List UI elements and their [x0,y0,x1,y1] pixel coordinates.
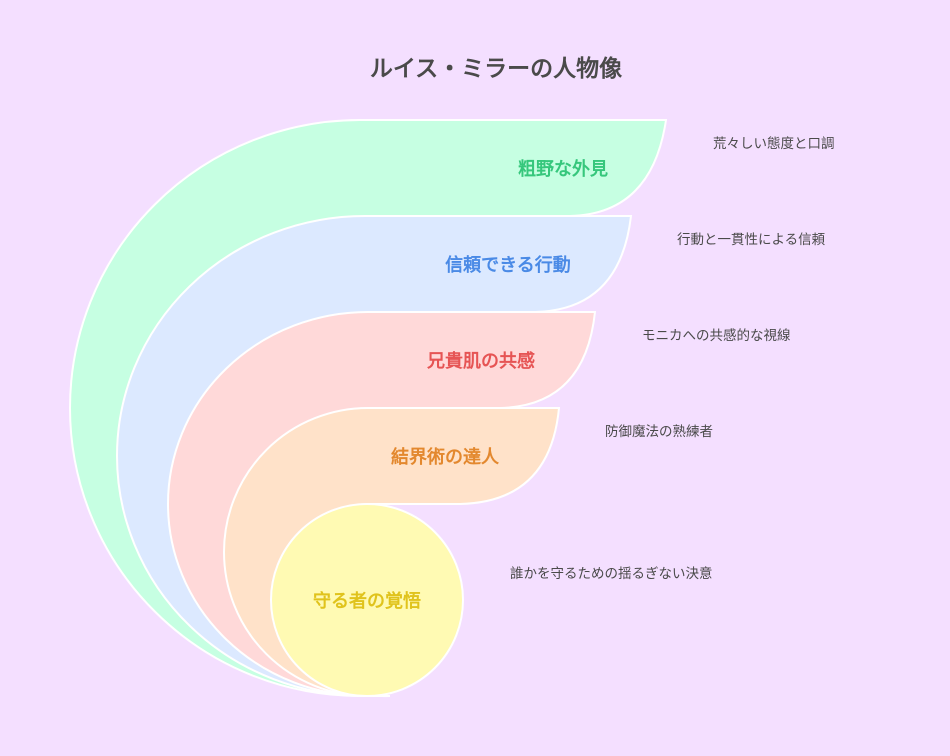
layer-4-label: 守る者の覚悟 [313,590,421,612]
layer-3-description: 防御魔法の熟練者 [605,424,713,440]
diagram-title: ルイス・ミラーの人物像 [370,55,623,82]
layer-0-label: 粗野な外見 [518,158,608,180]
layer-0-description: 荒々しい態度と口調 [713,136,835,152]
layer-4-shape [270,503,464,697]
layer-3-label: 結界術の達人 [391,446,500,468]
layer-1-description: 行動と一貫性による信頼 [677,232,826,248]
layer-4-description: 誰かを守るための揺るぎない決意 [510,566,713,582]
layer-1-label: 信頼できる行動 [445,254,571,276]
layer-2-description: モニカへの共感的な視線 [642,328,791,344]
layer-2-label: 兄貴肌の共感 [426,350,535,372]
